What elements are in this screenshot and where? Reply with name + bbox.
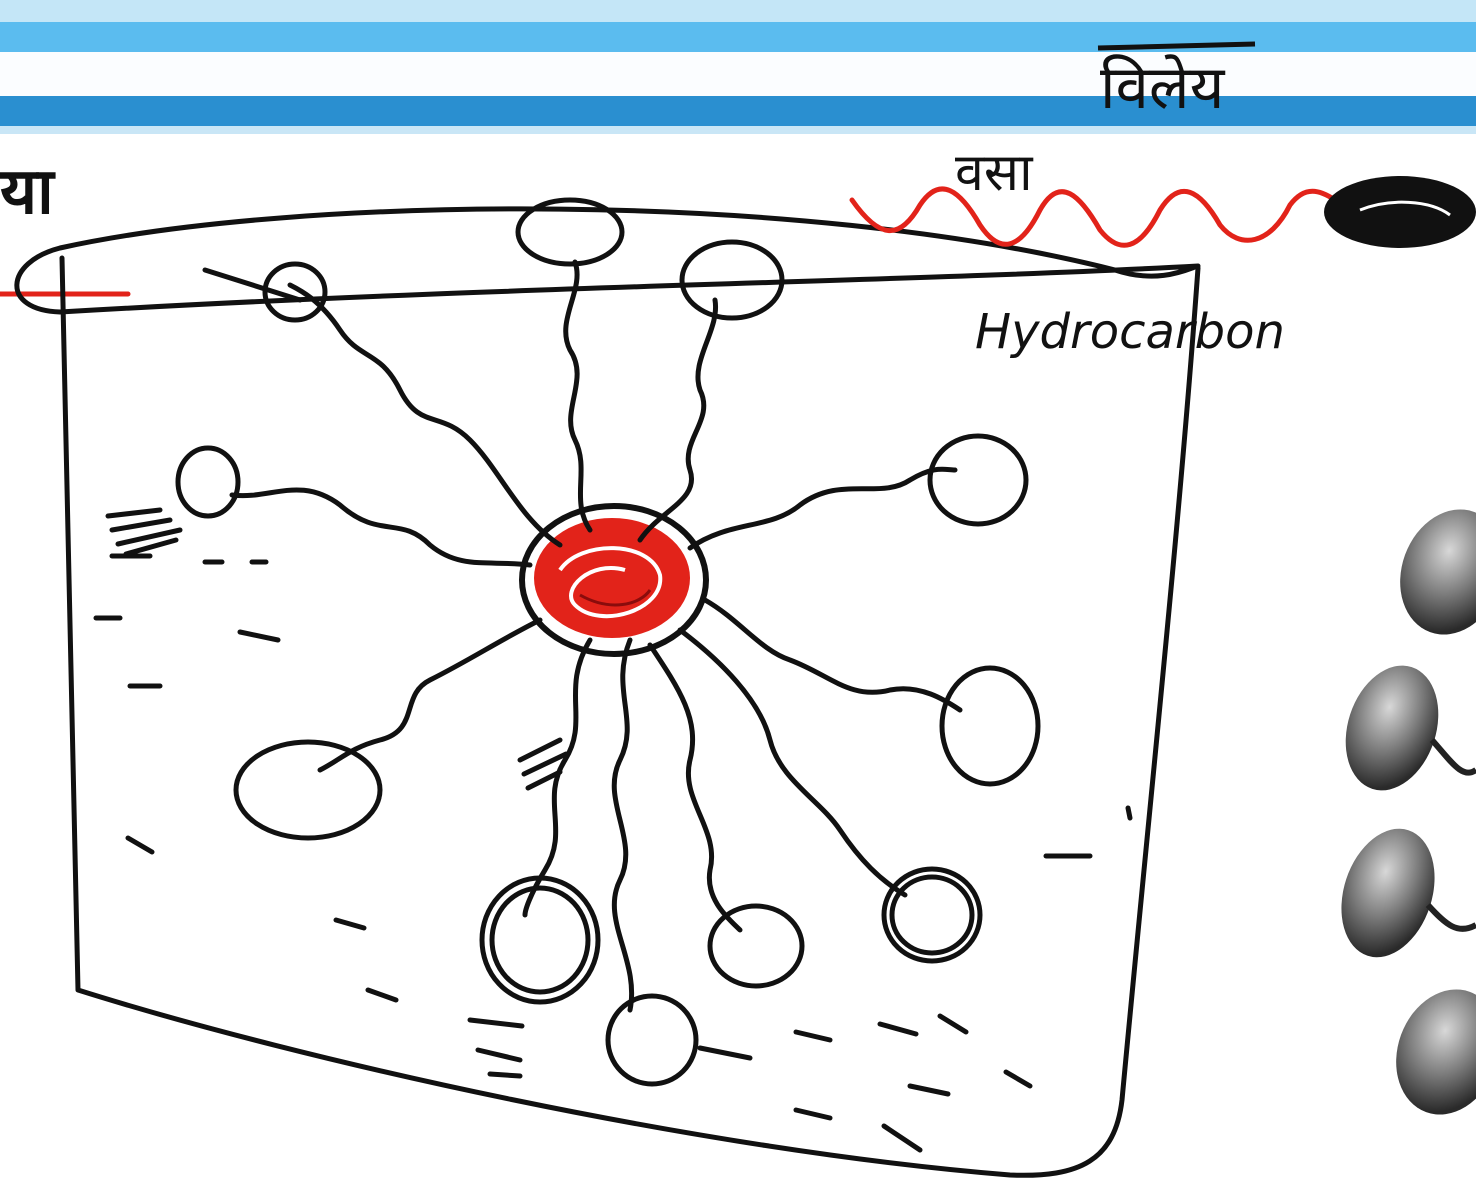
hydrocarbon-label: Hydrocarbon: [975, 304, 1285, 360]
hydrophilic-head-example: [1324, 176, 1476, 248]
polar-heads: [178, 200, 1038, 1084]
side-molecule-illustration: [1326, 495, 1476, 1129]
beaker-rim: [17, 209, 1198, 312]
hydrocarbon-wave: [852, 189, 1335, 245]
scribble-marks: [108, 270, 566, 788]
insoluble-label: विलेय: [1100, 53, 1226, 123]
oil-label: वसा: [955, 143, 1034, 203]
beaker-body: [62, 258, 1198, 1175]
